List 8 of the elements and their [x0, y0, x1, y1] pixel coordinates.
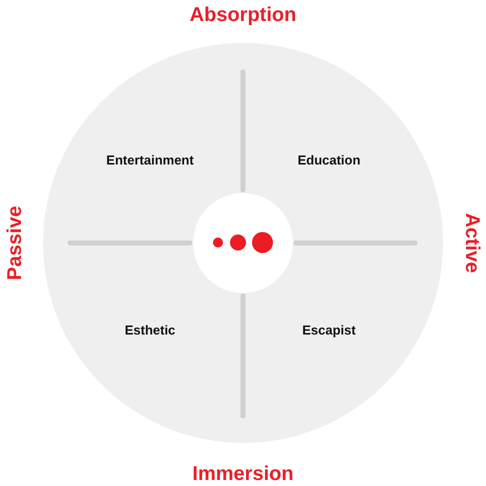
axis-label: Active: [462, 212, 482, 274]
quadrant-label: Esthetic: [124, 324, 176, 336]
axis-label: Immersion: [192, 464, 294, 484]
quadrant-label: Education: [298, 154, 360, 166]
axis-label: Absorption: [190, 5, 296, 25]
quadrant-label: Entertainment: [106, 154, 194, 166]
axis-label: Passive: [5, 206, 25, 280]
quadrant-label: Escapist: [302, 324, 356, 336]
